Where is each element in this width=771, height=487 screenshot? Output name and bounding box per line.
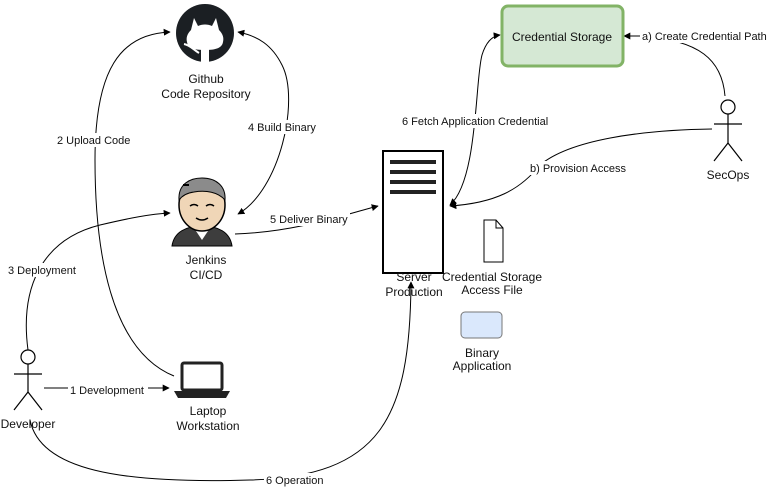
edge-label-provision-access: b) Provision Access [530, 163, 626, 175]
laptop-node: Laptop Workstation [174, 361, 240, 433]
file-icon [483, 219, 504, 263]
edge-operation [29, 281, 415, 482]
edge-build-binary [237, 29, 289, 215]
edge-upload-code [94, 28, 175, 377]
server-label-line1: Server [396, 270, 431, 284]
binary-label-line2: Application [453, 359, 512, 373]
github-label-line1: Github [188, 72, 224, 86]
edge-label-operation: 6 Operation [266, 475, 323, 487]
binary-application-legend: Binary Application [453, 311, 512, 373]
jenkins-label-line1: Jenkins [186, 253, 227, 267]
edge-label-upload-code: 2 Upload Code [57, 135, 130, 147]
edge-label-deployment: 3 Deployment [8, 265, 76, 277]
binary-swatch [460, 311, 503, 339]
credential-storage-node: Credential Storage [500, 4, 625, 68]
github-node: Github Code Repository [161, 4, 251, 101]
edge-deployment [25, 209, 171, 351]
edge-label-deliver-binary: 5 Deliver Binary [270, 214, 348, 226]
server-node: Server Production [382, 150, 444, 299]
jenkins-icon [171, 177, 233, 247]
server-label-line2: Production [385, 285, 442, 299]
credential-storage-label: Credential Storage [512, 30, 612, 44]
developer-actor: Developer [1, 349, 56, 431]
actor-icon [713, 99, 743, 162]
edge-create-credential-path [623, 32, 726, 97]
laptop-label-line2: Workstation [176, 419, 239, 433]
secops-label: SecOps [707, 168, 750, 182]
edge-label-build-binary: 4 Build Binary [248, 122, 316, 134]
developer-label: Developer [1, 417, 56, 431]
github-label-line2: Code Repository [161, 87, 250, 101]
laptop-icon [174, 361, 230, 398]
credential-file-label-line1: Credential Storage [442, 270, 542, 284]
laptop-label-line1: Laptop [190, 404, 227, 418]
github-icon [176, 4, 234, 62]
jenkins-node: Jenkins CI/CD [171, 177, 233, 282]
actor-icon [13, 349, 43, 411]
edge-label-fetch-credential: 6 Fetch Application Credential [402, 116, 548, 128]
binary-label-line1: Binary [465, 346, 499, 360]
secops-actor: SecOps [707, 99, 750, 182]
server-icon [382, 150, 444, 274]
credential-file-legend: Credential Storage Access File [442, 219, 542, 297]
edge-label-create-credential-path: a) Create Credential Path [642, 31, 767, 43]
jenkins-label-line2: CI/CD [190, 268, 223, 282]
edge-fetch-credential [449, 32, 501, 206]
edge-label-development: 1 Development [70, 385, 144, 397]
credential-file-label-line2: Access File [461, 283, 523, 297]
